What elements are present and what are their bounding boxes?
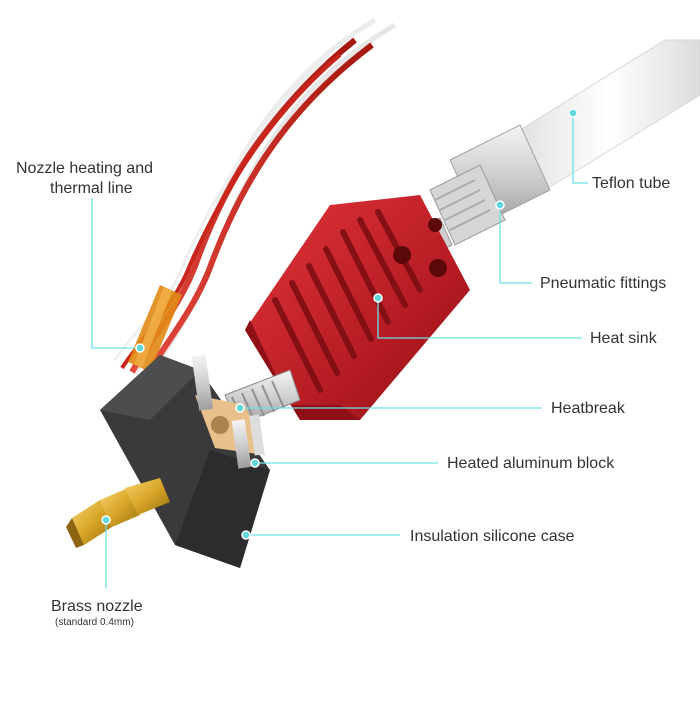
label-insulation-silicone-case: Insulation silicone case (410, 528, 575, 545)
heat-sink-body (245, 195, 470, 420)
pneumatic-fitting (414, 124, 551, 258)
leader-line-pneumatic (499, 205, 532, 284)
label-heatbreak: Heatbreak (551, 400, 625, 417)
leader-line-teflon (572, 113, 588, 184)
label-heat-sink: Heat sink (590, 330, 657, 347)
leader-line-heat-sink (377, 298, 582, 339)
leader-dots (101, 108, 578, 540)
label-pneumatic-fittings: Pneumatic fittings (540, 275, 667, 292)
dot-nozzle-heating (135, 343, 145, 353)
thermal-wires (113, 17, 397, 381)
label-nozzle-heating-line2: thermal line (50, 180, 133, 197)
brass-nozzle-part (66, 478, 170, 548)
dot-teflon (568, 108, 578, 118)
teflon-tube (519, 39, 700, 191)
label-brass-nozzle-note: (standard 0.4mm) (55, 617, 134, 628)
label-brass-nozzle: Brass nozzle (51, 598, 143, 615)
leader-line-nozzle-heating (91, 198, 140, 349)
dot-brass (101, 515, 111, 525)
dot-pneumatic (495, 200, 505, 210)
dot-heatbreak (235, 403, 245, 413)
label-nozzle-heating-line1: Nozzle heating and (16, 160, 153, 177)
dot-silicone (241, 530, 251, 540)
leader-lines (91, 113, 588, 588)
label-heated-aluminum-block: Heated aluminum block (447, 455, 615, 472)
dot-heated-block (250, 458, 260, 468)
dot-heat-sink (373, 293, 383, 303)
label-teflon-tube: Teflon tube (592, 175, 671, 192)
